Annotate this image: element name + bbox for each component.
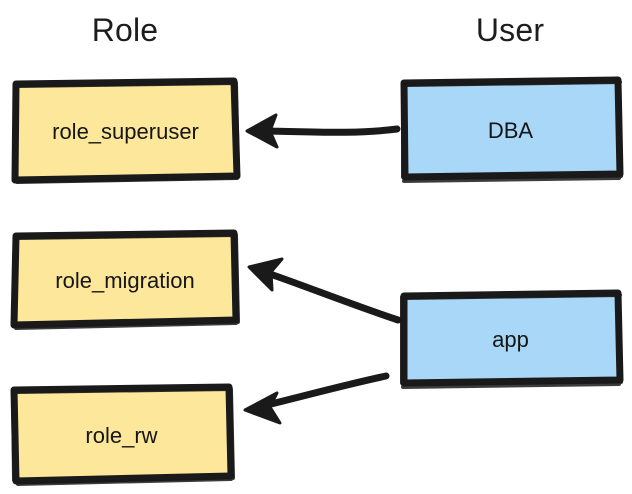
edge-app-to-role-migration-line: [266, 270, 402, 324]
node-role-superuser-sketch-overstroke: [13, 81, 240, 184]
edge-dba-to-role-superuser: [245, 113, 401, 149]
column-header-user: User: [475, 12, 545, 48]
edge-app-to-role-rw-arrowhead: [243, 391, 282, 425]
node-app-sketch-overstroke: [400, 293, 623, 389]
edge-dba-to-role-superuser-arrowhead: [245, 113, 279, 149]
node-dba-shape: [400, 76, 624, 181]
node-role-migration-sketch-overstroke: [12, 233, 240, 330]
node-role-superuser[interactable]: [11, 77, 241, 184]
node-role-rw-shape: [10, 383, 235, 485]
edge-dba-to-role-superuser-line: [255, 125, 401, 136]
node-app-shape: [400, 289, 624, 387]
column-header-role: Role: [91, 12, 159, 48]
node-role-rw[interactable]: [10, 383, 235, 486]
edge-app-to-role-rw: [243, 372, 390, 425]
node-role-migration-shape: [10, 229, 240, 329]
edge-app-to-role-migration: [247, 257, 402, 324]
node-role-migration[interactable]: [10, 229, 240, 330]
node-dba[interactable]: [400, 76, 624, 183]
node-role-rw-sketch-overstroke: [11, 387, 235, 486]
edge-app-to-role-migration-arrowhead: [247, 257, 284, 292]
node-role-superuser-shape: [11, 77, 241, 184]
node-app[interactable]: [400, 289, 624, 389]
edge-app-to-role-rw-line: [263, 372, 390, 409]
node-dba-sketch-overstroke: [401, 80, 623, 183]
